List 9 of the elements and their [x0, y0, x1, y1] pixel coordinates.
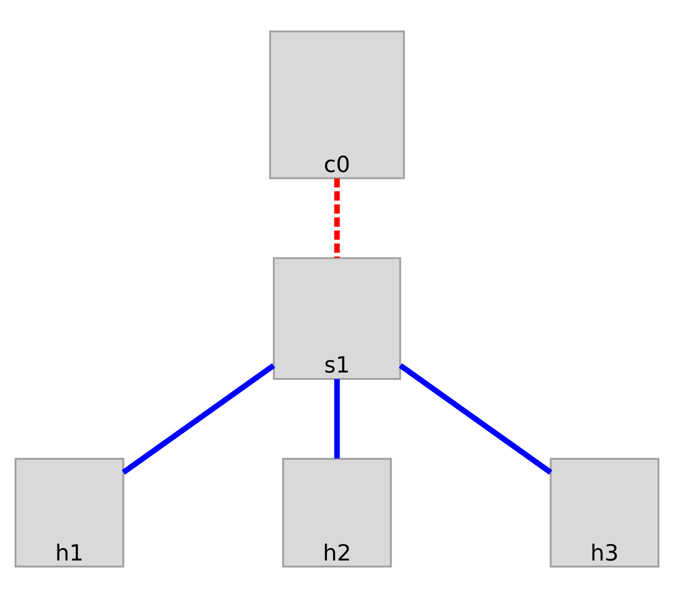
node-box: c0: [269, 30, 405, 179]
connector: [334, 178, 340, 258]
node-box: h1: [14, 457, 124, 567]
connector: [334, 378, 340, 458]
connector: [122, 362, 276, 474]
connector: [398, 362, 552, 474]
node-box: s1: [272, 256, 402, 380]
node-box: h2: [282, 457, 392, 567]
node-box: h3: [550, 457, 660, 567]
